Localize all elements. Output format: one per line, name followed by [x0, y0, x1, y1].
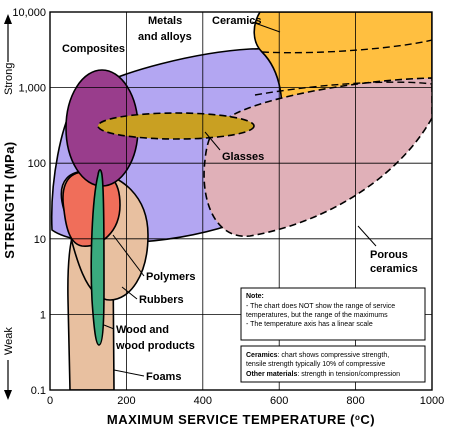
region-wood-and-wood-products: [90, 168, 105, 346]
x-tick-label: 200: [117, 395, 135, 407]
label-glasses: Glasses: [222, 151, 264, 163]
y-tick-label: 0.1: [31, 385, 46, 397]
strong-indicator: Strong: [3, 14, 15, 95]
plot-border: [49, 11, 433, 391]
label-foams: Foams: [146, 371, 181, 383]
label-rubbers: Rubbers: [139, 294, 184, 306]
note-title: Note:: [246, 293, 264, 300]
x-tick-label: 800: [346, 395, 364, 407]
y-tick-label: 100: [28, 158, 46, 170]
strong-label: Strong: [3, 63, 15, 95]
weak-label: Weak: [3, 327, 15, 355]
y-axis-title: STRENGTH (MPa): [2, 141, 17, 259]
y-tick-label: 10,000: [12, 7, 46, 19]
y-tick-label: 10: [34, 234, 46, 246]
weak-indicator: Weak: [3, 327, 15, 400]
region-labels: Metals and alloys Ceramics Composites Gl…: [62, 15, 418, 383]
ceramics-dashed-edge-lower: [254, 81, 432, 96]
label-metals-line1: Metals: [148, 15, 182, 27]
note2-line-1: Ceramics: chart shows compressive streng…: [246, 352, 389, 359]
label-composites: Composites: [62, 43, 125, 55]
note-line-2: temperatures, but the range of the maxim…: [246, 312, 388, 319]
note-line-3: - The temperature axis has a linear scal…: [246, 321, 373, 328]
y-tick-label: 1,000: [18, 83, 46, 95]
region-polymers: [62, 170, 121, 247]
label-metals-line2: and alloys: [138, 31, 192, 43]
note-box-2: Ceramics: chart shows compressive streng…: [240, 345, 426, 383]
x-tick-label: 0: [47, 395, 53, 407]
x-tick-label: 400: [194, 395, 212, 407]
label-porous-line1: Porous: [370, 249, 408, 261]
region-glasses: [97, 112, 255, 140]
x-tick-label: 600: [270, 395, 288, 407]
note-box-1: Note: - The chart does NOT show the rang…: [240, 287, 426, 341]
x-axis-title: MAXIMUM SERVICE TEMPERATURE (oC): [107, 412, 375, 427]
label-porous-line2: ceramics: [370, 263, 418, 275]
note2-line-3: Other materials: strength in tension/com…: [246, 371, 400, 378]
label-polymers: Polymers: [146, 271, 196, 283]
y-tick-label: 1: [40, 309, 46, 321]
label-wood-line2: wood products: [115, 340, 195, 352]
label-wood-line1: Wood and: [116, 324, 169, 336]
y-tick-labels: 0.1 1 10 100 1,000 10,000: [12, 7, 46, 397]
ceramics-dashed-edge: [261, 39, 432, 54]
region-porous-ceramics: [203, 77, 432, 237]
note-line-1: - The chart does NOT show the range of s…: [246, 303, 395, 310]
note2-line-2: tensile strength typically 10% of compre…: [246, 361, 385, 368]
regions-layer: [50, 12, 432, 390]
x-tick-labels: 0 200 400 600 800 1000: [47, 395, 444, 407]
x-tick-label: 1000: [420, 395, 444, 407]
label-ceramics: Ceramics: [212, 15, 262, 27]
